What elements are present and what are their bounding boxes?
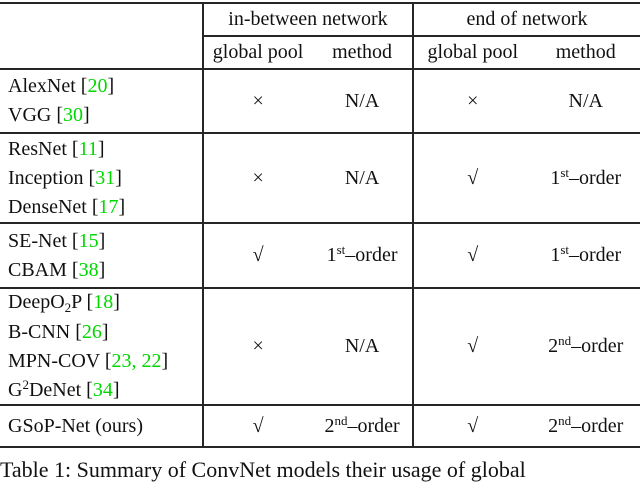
citation-link[interactable]: 31 [95,166,116,189]
model-labels-cell: AlexNet [20] VGG [30] [0,70,202,132]
check-mark-icon: √ [467,335,479,357]
citation-link[interactable]: 30 [63,104,84,126]
cross-mark-icon: × [467,89,479,112]
method-value: 1st–order [326,242,398,266]
table-body: AlexNet [20] VGG [30] × N/A × N/A ResNet … [0,70,640,446]
citation-link[interactable]: 15 [78,229,99,252]
model-labels-cell: GSoP-Net (ours) [0,406,202,446]
subheader-row: global pool method global pool method [0,37,640,70]
table-row: SE-Net [15] CBAM [38] √ 1st–order √ 1st–o… [0,224,640,289]
check-mark-icon: √ [252,414,264,437]
table-row: GSoP-Net (ours) √ 2nd–order √ 2nd–order [0,406,640,446]
model-name: VGG [30] [8,104,90,126]
end-of-network-cell: × N/A [412,70,640,132]
model-labels-cell: DeepO2P [18] B-CNN [26] MPN-COV [23, 22] G2… [0,289,202,404]
group-header-spacer [0,4,202,37]
model-name: CBAM [38] [8,258,106,281]
method-value: N/A [568,89,603,112]
check-mark-icon: √ [252,244,264,266]
in-between-cell: × N/A [202,70,412,132]
subheader-method: method [332,41,393,63]
check-mark-icon: √ [467,244,479,266]
subheader-spacer [0,37,202,68]
method-value: 2nd–order [548,412,624,437]
method-value: N/A [344,335,380,357]
model-labels-cell: ResNet [11] Inception [31] DenseNet [17] [0,134,202,222]
group-header-row: in-between network end of network [0,4,640,37]
table-row: AlexNet [20] VGG [30] × N/A × N/A [0,70,640,134]
method-value: 1st–order [550,164,622,189]
summary-table: in-between network end of network global… [0,2,640,448]
method-value: 2nd–order [548,333,624,357]
citation-link[interactable]: 34 [92,378,113,401]
cross-mark-icon: × [252,166,264,189]
subheader-global-pool: global pool [427,41,519,63]
subheader-method: method [555,41,616,63]
end-of-network-cell: √ 2nd–order [412,289,640,404]
in-between-cell: × N/A [202,289,412,404]
end-of-network-cell: √ 1st–order [412,224,640,287]
citation-link[interactable]: 38 [78,258,99,281]
check-mark-icon: √ [467,414,479,437]
col-group-header-in-between: in-between network [202,4,412,37]
method-value: N/A [344,89,380,112]
citation-link[interactable]: 17 [98,195,119,218]
method-value: 2nd–order [324,412,400,437]
citation-link[interactable]: 20 [87,75,108,97]
model-name: AlexNet [20] [8,75,115,97]
col-group-header-end: end of network [412,4,640,37]
model-name: GSoP-Net (ours) [8,414,143,437]
model-name: G2DeNet [34] [8,376,120,401]
cross-mark-icon: × [252,89,264,112]
model-name: MPN-COV [23, 22] [8,349,169,372]
model-name: B-CNN [26] [8,320,109,343]
table-row: DeepO2P [18] B-CNN [26] MPN-COV [23, 22] G2… [0,289,640,406]
model-name: DeepO2P [18] [8,290,120,315]
model-name: ResNet [11] [8,137,105,160]
table-row: ResNet [11] Inception [31] DenseNet [17] ×… [0,134,640,224]
method-value: 1st–order [550,242,622,266]
citation-link[interactable]: 23, 22 [111,349,162,372]
citation-link[interactable]: 26 [81,320,102,343]
model-name: SE-Net [15] [8,229,106,252]
subheader-global-pool: global pool [212,41,304,63]
check-mark-icon: √ [467,166,479,189]
citation-link[interactable]: 18 [93,290,114,313]
in-between-cell: × N/A [202,134,412,222]
model-labels-cell: SE-Net [15] CBAM [38] [0,224,202,287]
model-name: Inception [31] [8,166,122,189]
end-of-network-cell: √ 1st–order [412,134,640,222]
in-between-cell: √ 1st–order [202,224,412,287]
end-of-network-cell: √ 2nd–order [412,406,640,446]
citation-link[interactable]: 11 [78,137,98,160]
cross-mark-icon: × [252,335,264,357]
method-value: N/A [344,166,380,189]
in-between-cell: √ 2nd–order [202,406,412,446]
table-caption: Table 1: Summary of ConvNet models their… [0,457,526,482]
model-name: DenseNet [17] [8,195,126,218]
